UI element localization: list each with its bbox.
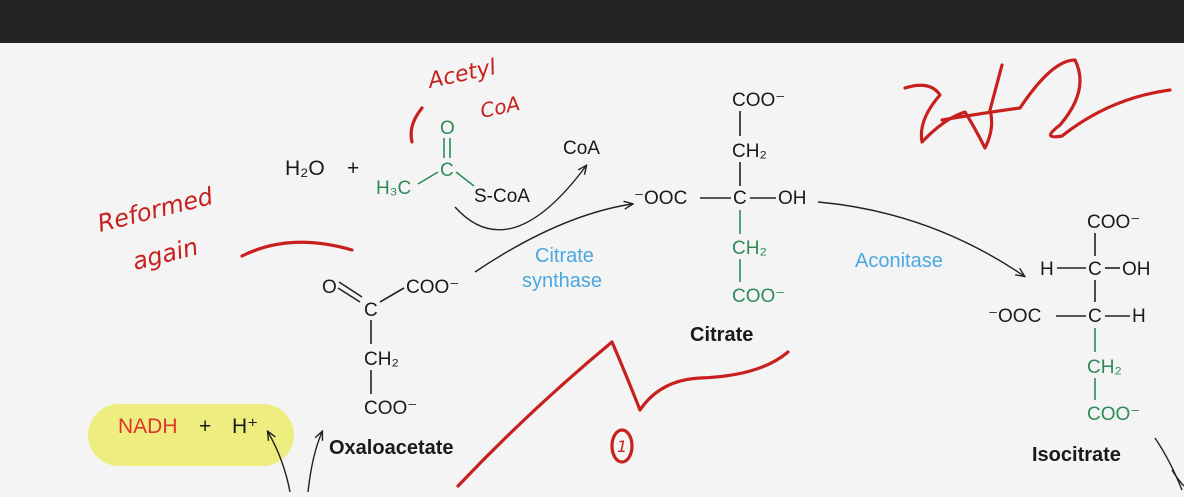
water-label: H₂O [285, 157, 325, 180]
oxaloacetate-double-bond-a [338, 281, 363, 298]
isocitrate-ooc: ⁻OOC [988, 306, 1041, 327]
isocitrate-carboxylate-bottom: COO⁻ [1087, 404, 1140, 425]
isocitrate-structure: COO⁻ H C OH ⁻OOC C H CH₂ COO⁻ [988, 212, 1151, 425]
citrate-synthase-label-line1: Citrate [535, 245, 594, 267]
citrate-carboxylate-top: COO⁻ [732, 90, 785, 111]
isocitrate-ch2: CH₂ [1087, 357, 1122, 378]
oxaloacetate-oxygen: O [322, 277, 337, 298]
nadh-label: NADH [118, 415, 178, 438]
acetyl-carbon: C [440, 160, 454, 181]
oxaloacetate-structure: O C COO⁻ CH₂ COO⁻ [322, 277, 459, 419]
ink-pointer-line [240, 240, 354, 258]
nadh-highlight [88, 404, 294, 466]
ink-coa: CoA [478, 91, 522, 123]
oxaloacetate-carboxylate-bottom: COO⁻ [364, 398, 417, 419]
ink-acetyl: Acetyl [424, 55, 498, 94]
nadh-arrow [268, 432, 291, 493]
oxaloacetate-double-bond-b [337, 287, 361, 303]
ink-scribble-top-right [903, 58, 1172, 150]
ink-reformed: Reformed [95, 182, 217, 238]
ink-number: 1 [617, 437, 627, 456]
ink-again: again [130, 233, 201, 276]
slide-canvas: H₂O + O C H₃C S-CoA CoA O C COO⁻ CH₂ COO… [0, 43, 1184, 493]
coa-release-arrow [454, 166, 586, 231]
citrate-carboxylate-bottom: COO⁻ [732, 286, 785, 307]
ink-checkmark [456, 340, 790, 488]
isocitrate-exit-arrow [1154, 437, 1183, 491]
acetyl-oxygen: O [440, 118, 455, 139]
ink-bracket [409, 106, 424, 144]
isocitrate-exit-arrow-2 [1171, 469, 1184, 487]
oxaloacetate-carbon: C [364, 300, 378, 321]
acetyl-coa-structure: O C H₃C S-CoA [376, 118, 530, 207]
oxaloacetate-name: Oxaloacetate [329, 437, 454, 459]
acetyl-bond-right [455, 171, 475, 187]
h-plus-label: H⁺ [232, 415, 258, 438]
ink-circled-one: 1 [610, 428, 634, 464]
isocitrate-c1: C [1088, 259, 1102, 280]
oxaloacetate-ch2: CH₂ [364, 349, 399, 370]
handwriting-acetyl-coa: Acetyl CoA [409, 55, 522, 144]
oxaloacetate-carboxylate: COO⁻ [406, 277, 459, 298]
isocitrate-name: Isocitrate [1032, 444, 1121, 466]
isocitrate-c2: C [1088, 306, 1102, 327]
isocitrate-hydroxyl: OH [1122, 259, 1151, 280]
citrate-hydroxyl: OH [778, 188, 807, 209]
isocitrate-h1: H [1040, 259, 1054, 280]
isocitrate-carboxylate-top: COO⁻ [1087, 212, 1140, 233]
acetyl-methyl: H₃C [376, 178, 411, 199]
nadh-plus: + [199, 415, 211, 438]
malate-arrow [307, 432, 322, 493]
handwriting-reformed-again: Reformed again [95, 182, 354, 276]
citrate-name: Citrate [690, 324, 753, 346]
isocitrate-h2: H [1132, 306, 1146, 327]
tca-cycle-diagram: H₂O + O C H₃C S-CoA CoA O C COO⁻ CH₂ COO… [88, 55, 1184, 493]
synthase-main-arrow [474, 204, 632, 273]
citrate-ooc: ⁻OOC [634, 188, 687, 209]
citrate-ch2-bottom: CH₂ [732, 238, 767, 259]
coa-released-label: CoA [563, 138, 600, 159]
ink-circle [610, 428, 634, 464]
aconitase-label: Aconitase [855, 250, 943, 272]
citrate-ch2-top: CH₂ [732, 141, 767, 162]
aconitase-arrow [817, 201, 1024, 276]
plus-sign: + [347, 157, 359, 180]
citrate-synthase-label-line2: synthase [522, 270, 602, 292]
top-toolbar [0, 0, 1184, 43]
acetyl-scoa: S-CoA [474, 186, 530, 207]
citrate-central-carbon: C [733, 188, 747, 209]
oxaloacetate-bond-right [379, 287, 405, 303]
citrate-structure: COO⁻ CH₂ ⁻OOC C OH CH₂ COO⁻ [634, 90, 807, 307]
acetyl-bond-left [417, 171, 439, 185]
